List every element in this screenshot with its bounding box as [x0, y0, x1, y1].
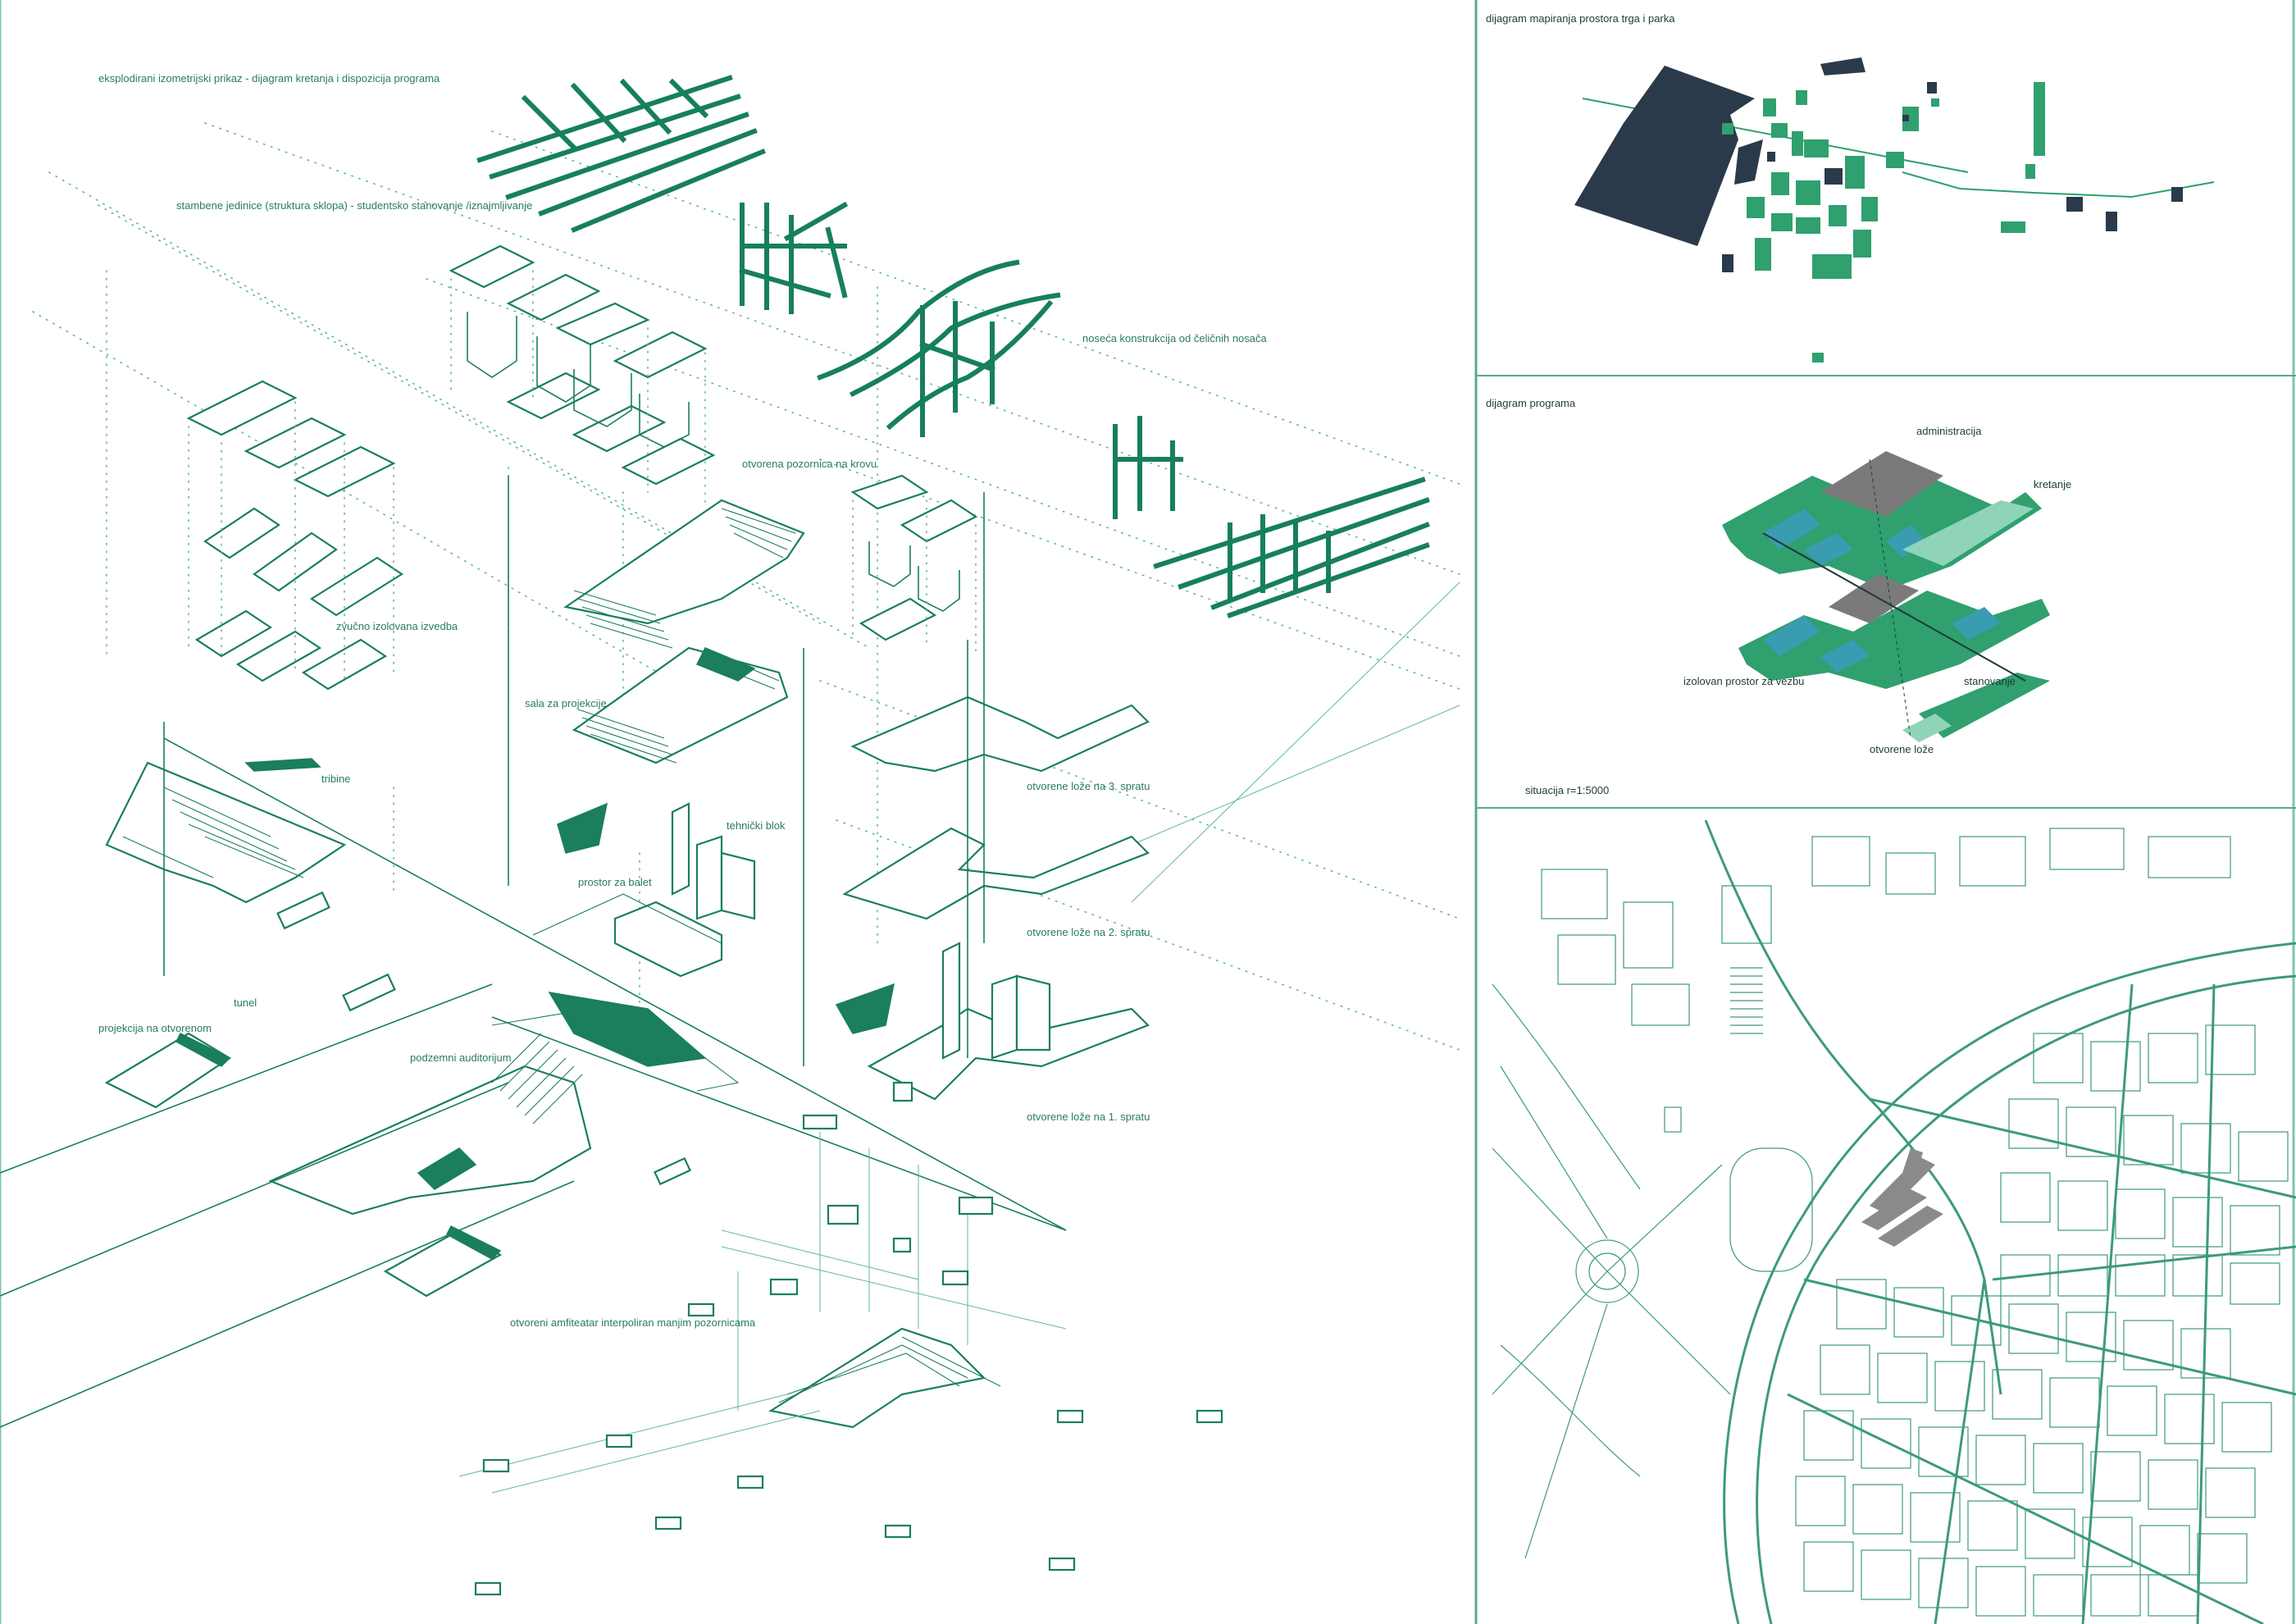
- underground-auditorium: [268, 991, 740, 1216]
- roof-stage: [563, 499, 805, 764]
- ballet-box: [532, 893, 723, 978]
- label-roof-stage: otvorena pozornica na krovu: [742, 458, 877, 470]
- label-tunnel: tunel: [234, 997, 257, 1009]
- program-label-isolated: izolovan prostor za vezbu: [1683, 675, 1804, 687]
- situation-title: situacija r=1:5000: [1525, 784, 1609, 796]
- ground-plane: [0, 476, 1067, 1428]
- title-exploded-isometric: eksplodirani izometrijski prikaz - dijag…: [98, 72, 440, 84]
- site-building: [1861, 1148, 1943, 1247]
- technical-block: [671, 802, 1051, 1060]
- program-panel: dijagram programa administracija kretanj…: [1486, 397, 2071, 755]
- label-housing: stambene jedinice (struktura sklopa) - s…: [176, 199, 532, 212]
- mid-right-modules: [850, 474, 978, 657]
- city-blocks: [1541, 828, 2289, 1617]
- program-label-loggias: otvorene lože: [1870, 743, 1934, 755]
- housing-modules: [449, 244, 716, 509]
- program-title: dijagram programa: [1486, 397, 1576, 409]
- isometric-diagram: eksplodirani izometrijski prikaz - dijag…: [0, 72, 1460, 1596]
- program-administration: [1820, 451, 1943, 517]
- steel-structure: [476, 75, 1430, 618]
- label-loggia-3: otvorene lože na 3. spratu: [1027, 780, 1150, 792]
- label-tribunes: tribine: [321, 773, 350, 785]
- label-auditorium: podzemni auditorijum: [410, 1051, 512, 1064]
- label-technical-block: tehnički blok: [727, 819, 786, 832]
- mapping-panel: dijagram mapiranja prostora trga i parka: [1486, 12, 2215, 363]
- label-loggia-2: otvorene lože na 2. spratu: [1027, 926, 1150, 938]
- label-open-projection: projekcija na otvorenom: [98, 1022, 212, 1034]
- label-loggia-1: otvorene lože na 1. spratu: [1027, 1111, 1150, 1123]
- mapping-blocks: [1722, 82, 2183, 363]
- program-label-movement: kretanje: [2034, 478, 2071, 490]
- program-label-administration: administracija: [1916, 425, 1982, 437]
- program-label-housing: stanovanje: [1964, 675, 2016, 687]
- park-area: [1574, 66, 1755, 246]
- mapping-title: dijagram mapiranja prostora trga i parka: [1486, 12, 1675, 25]
- open-amphitheatre: [458, 1081, 1223, 1596]
- label-projection-hall: sala za projekcije: [525, 697, 607, 709]
- open-projection: [104, 802, 895, 1298]
- program-upper-level: [1722, 476, 2042, 591]
- label-acoustic: zvučno izolovana izvedba: [336, 620, 458, 632]
- situation-panel: situacija r=1:5000: [1492, 784, 2296, 1624]
- loggia-floors: [842, 696, 1150, 1101]
- label-amphitheatre: otvoreni amfiteatar interpoliran manjim …: [510, 1316, 756, 1329]
- left-housing-stack: [186, 380, 404, 691]
- tribunes: [105, 758, 347, 904]
- label-steel-structure: noseća konstrukcija od čeličnih nosača: [1082, 332, 1268, 344]
- label-ballet: prostor za balet: [578, 876, 652, 888]
